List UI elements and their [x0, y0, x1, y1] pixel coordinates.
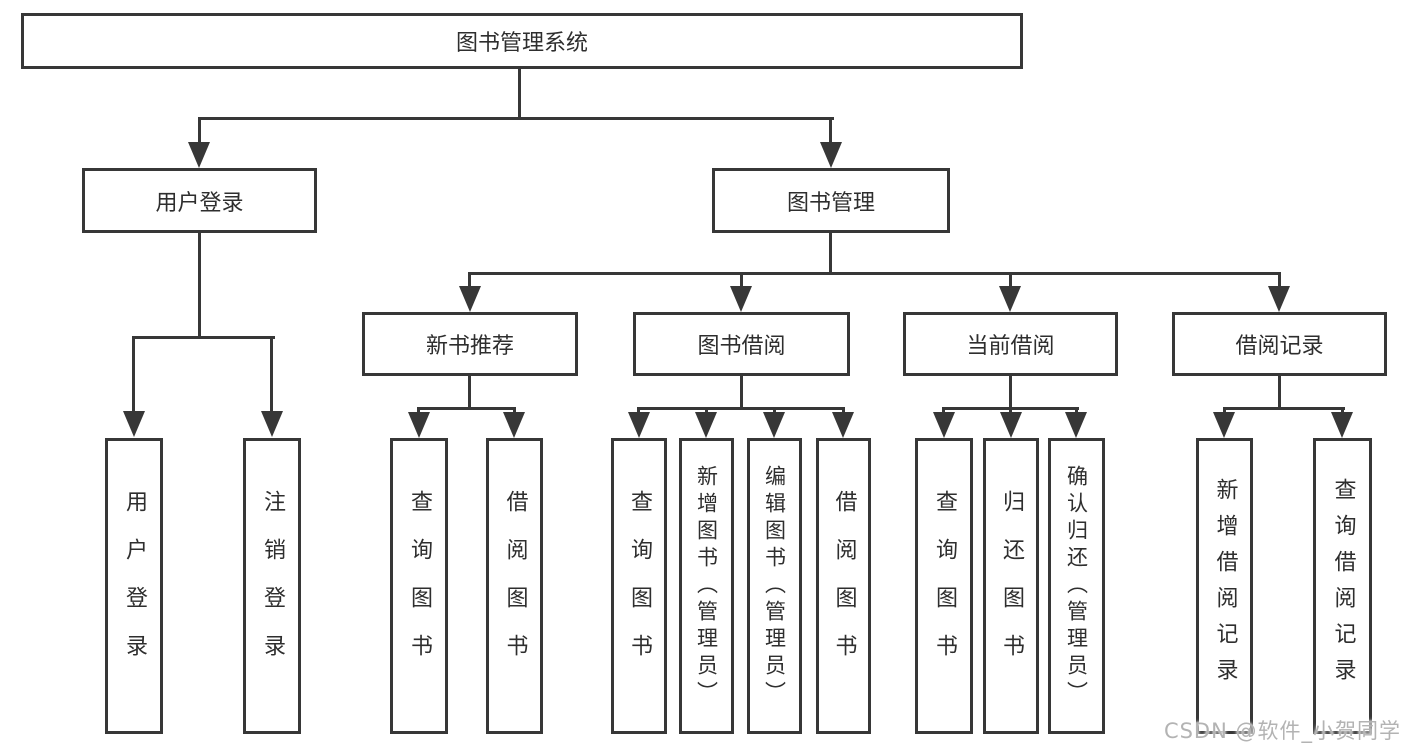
leaf-label: 新增图书（管理员）: [694, 464, 719, 708]
leaf-label: 确认归还（管理员）: [1064, 464, 1089, 708]
connector-line: [1278, 375, 1281, 409]
leaf-user-login: 用户登录: [105, 438, 163, 734]
arrowhead-icon: [1000, 412, 1022, 438]
node-label: 当前借阅: [966, 334, 1055, 359]
csdn-watermark: CSDN @软件_小贺同学: [1163, 719, 1401, 743]
leaf-label: 查询图书: [627, 490, 652, 682]
arrowhead-icon: [730, 286, 752, 312]
leaf-query-books: 查询图书: [390, 438, 448, 734]
leaf-label: 编辑图书（管理员）: [762, 464, 787, 708]
arrowhead-icon: [820, 142, 842, 168]
leaf-query-books: 查询图书: [915, 438, 973, 734]
arrowhead-icon: [933, 412, 955, 438]
leaf-add-books-admin: 新增图书（管理员）: [679, 438, 734, 734]
connector-line: [132, 336, 135, 416]
node-label: 图书管理系统: [455, 31, 588, 56]
arrowhead-icon: [1268, 286, 1290, 312]
arrowhead-icon: [408, 412, 430, 438]
leaf-label: 用户登录: [122, 490, 147, 682]
leaf-borrow-books: 借阅图书: [816, 438, 871, 734]
connector-line: [740, 375, 743, 409]
arrowhead-icon: [695, 412, 717, 438]
connector-line: [829, 117, 832, 147]
arrowhead-icon: [123, 411, 145, 437]
leaf-label: 查询图书: [932, 490, 957, 682]
connector-line: [198, 230, 201, 338]
connector-line: [270, 336, 273, 416]
node-new-book-recommend: 新书推荐: [362, 312, 578, 376]
leaf-logout: 注销登录: [243, 438, 301, 734]
connector-line: [1223, 407, 1345, 410]
arrowhead-icon: [1331, 412, 1353, 438]
leaf-add-borrow-record: 新增借阅记录: [1196, 438, 1253, 734]
connector-line: [198, 117, 201, 147]
leaf-label: 注销登录: [260, 490, 285, 682]
connector-line: [417, 407, 516, 410]
leaf-confirm-return-admin: 确认归还（管理员）: [1048, 438, 1105, 734]
connector-line: [133, 336, 275, 339]
arrowhead-icon: [459, 286, 481, 312]
leaf-borrow-books: 借阅图书: [486, 438, 543, 734]
arrowhead-icon: [999, 286, 1021, 312]
connector-line: [637, 407, 845, 410]
node-book-management-branch: 图书管理: [712, 168, 950, 233]
connector-line: [1009, 375, 1012, 409]
arrowhead-icon: [1213, 412, 1235, 438]
connector-line: [468, 375, 471, 409]
connector-line: [740, 272, 743, 292]
node-label: 图书管理: [786, 190, 875, 216]
arrowhead-icon: [503, 412, 525, 438]
leaf-label: 查询借阅记录: [1330, 478, 1356, 694]
connector-line: [829, 231, 832, 275]
node-label: 图书借阅: [697, 334, 786, 359]
node-borrow-records: 借阅记录: [1172, 312, 1387, 376]
arrowhead-icon: [188, 142, 210, 168]
leaf-label: 借阅图书: [502, 490, 528, 682]
leaf-query-books: 查询图书: [611, 438, 667, 734]
arrowhead-icon: [1065, 412, 1087, 438]
connector-line: [1278, 272, 1281, 292]
arrowhead-icon: [261, 411, 283, 437]
leaf-label: 查询图书: [407, 490, 432, 682]
node-current-borrow: 当前借阅: [903, 312, 1118, 376]
node-system-root: 图书管理系统: [21, 13, 1023, 69]
leaf-label: 归还图书: [999, 490, 1024, 682]
arrowhead-icon: [628, 412, 650, 438]
node-label: 用户登录: [155, 190, 244, 216]
leaf-label: 新增借阅记录: [1212, 478, 1238, 694]
connector-line: [468, 272, 1281, 275]
arrowhead-icon: [832, 412, 854, 438]
leaf-query-borrow-record: 查询借阅记录: [1313, 438, 1372, 734]
leaf-edit-books-admin: 编辑图书（管理员）: [747, 438, 802, 734]
connector-line: [198, 117, 834, 120]
connector-line: [518, 67, 521, 119]
node-book-borrow: 图书借阅: [633, 312, 850, 376]
node-label: 新书推荐: [425, 334, 514, 359]
leaf-label: 借阅图书: [831, 490, 857, 682]
node-user-login-branch: 用户登录: [82, 168, 317, 233]
node-label: 借阅记录: [1235, 334, 1324, 359]
connector-line: [468, 272, 471, 292]
leaf-return-books: 归还图书: [983, 438, 1039, 734]
connector-line: [1009, 272, 1012, 292]
arrowhead-icon: [763, 412, 785, 438]
